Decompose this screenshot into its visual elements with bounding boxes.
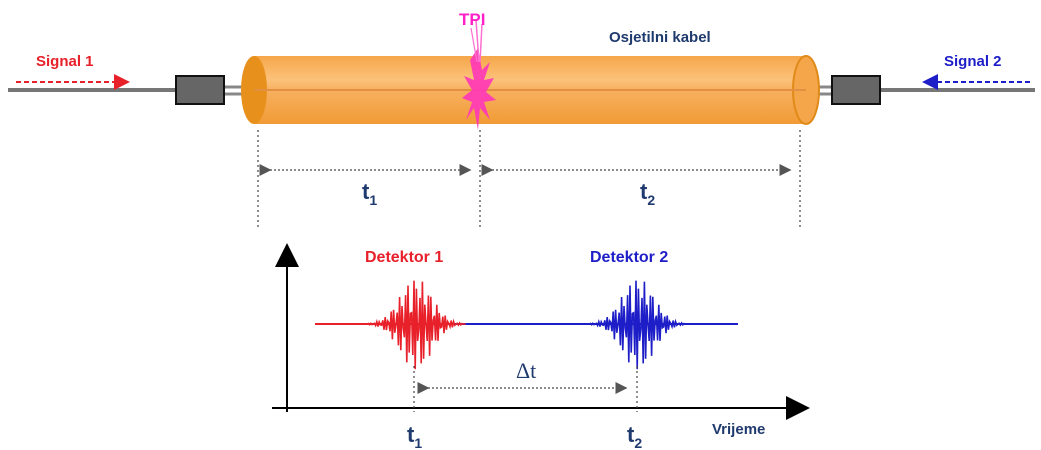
- tpi-spike-1: [475, 19, 480, 63]
- tpi-spike-3: [470, 27, 478, 63]
- wave-packet-path: [365, 280, 466, 370]
- detector1-waveform: [365, 280, 466, 370]
- x-axis-label: Vrijeme: [712, 421, 765, 438]
- detector2-waveform: [587, 280, 688, 370]
- connector-left: [175, 75, 225, 105]
- detector1-label: Detektor 1: [365, 249, 443, 266]
- t1-axis-label: t1: [407, 422, 422, 450]
- cable-label: Osjetilni kabel: [609, 29, 711, 46]
- tpi-spike-2: [479, 23, 483, 63]
- t1-top-label: t1: [362, 179, 377, 208]
- t2-axis-label: t2: [627, 422, 642, 450]
- t2-top-label: t2: [640, 179, 655, 208]
- wave-packet-path: [587, 280, 688, 370]
- tpi-label: TPI: [459, 10, 485, 29]
- signal2-label: Signal 2: [944, 53, 1002, 70]
- delta-t-label: Δt: [516, 358, 536, 383]
- connector-right: [831, 75, 881, 105]
- tpi-burst: [462, 48, 496, 130]
- detector2-label: Detektor 2: [590, 249, 668, 266]
- signal1-label: Signal 1: [36, 53, 94, 70]
